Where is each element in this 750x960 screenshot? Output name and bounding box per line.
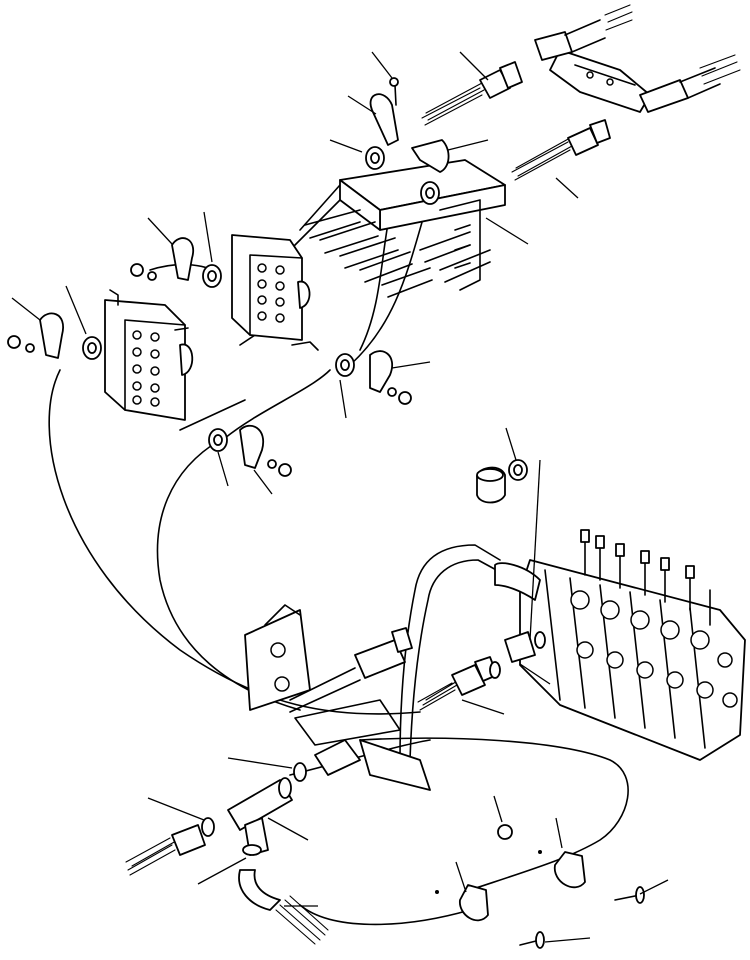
plate-block-left <box>104 289 194 421</box>
plate-block-upper <box>304 159 506 298</box>
valve-levers <box>580 529 711 626</box>
hose-lower-left <box>125 824 206 876</box>
clamp <box>369 93 450 173</box>
clamp <box>459 851 586 922</box>
hose-upper-2 <box>511 119 611 181</box>
clamp <box>171 237 195 281</box>
valve-spools <box>570 590 738 708</box>
hose-lower-elbow <box>238 869 329 945</box>
clamp <box>369 350 393 393</box>
hose-right-top <box>604 4 741 85</box>
hose-upper-1 <box>421 61 523 126</box>
hose-center-fitting <box>289 627 413 713</box>
plate-block-middle <box>231 234 319 351</box>
tee-fitting <box>227 777 293 856</box>
plug <box>476 466 506 504</box>
hose-middle <box>417 631 536 711</box>
leader-lines <box>11 51 669 943</box>
nut <box>7 263 513 840</box>
control-valve <box>494 529 746 761</box>
upper-right-manifold <box>534 19 721 113</box>
bolt <box>389 77 645 949</box>
tube-lines <box>48 184 629 926</box>
o-ring <box>82 146 546 856</box>
clamp <box>39 312 64 359</box>
clamp <box>239 424 265 469</box>
center-bracket <box>244 604 431 791</box>
